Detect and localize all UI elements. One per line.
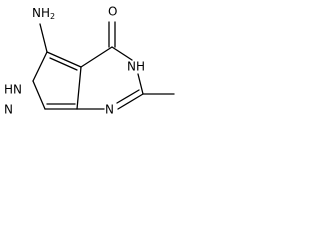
chemical-structure: NH2 O NH HN N N [4, 5, 175, 117]
pyrimidine-n-label: N [105, 103, 114, 117]
ring-nh-label: NH [127, 60, 145, 74]
bond-c6-n7-double [116, 89, 140, 104]
bond-c3-nh2 [32, 51, 48, 82]
carbonyl-oxygen-label: O [108, 5, 117, 19]
bond-c6-n7 [117, 93, 144, 110]
pyrazole-hn-label: HN [4, 83, 22, 97]
bond-c3a-c4 [80, 46, 113, 68]
bond-c4-n5 [111, 46, 133, 61]
bond-amino-c3 [39, 23, 48, 53]
amino-label: NH2 [32, 6, 55, 21]
bond-n5-c6 [137, 73, 144, 95]
pyrazole-n-label: N [4, 103, 13, 117]
bonds [32, 21, 175, 110]
bond-nh2-n1 [32, 80, 46, 110]
bond-c3-c3a-double [49, 57, 78, 71]
bond-c3-c3a [46, 51, 82, 68]
bond-c7a-c3a [76, 66, 82, 110]
atom-labels: NH2 O NH HN N N [4, 5, 145, 117]
